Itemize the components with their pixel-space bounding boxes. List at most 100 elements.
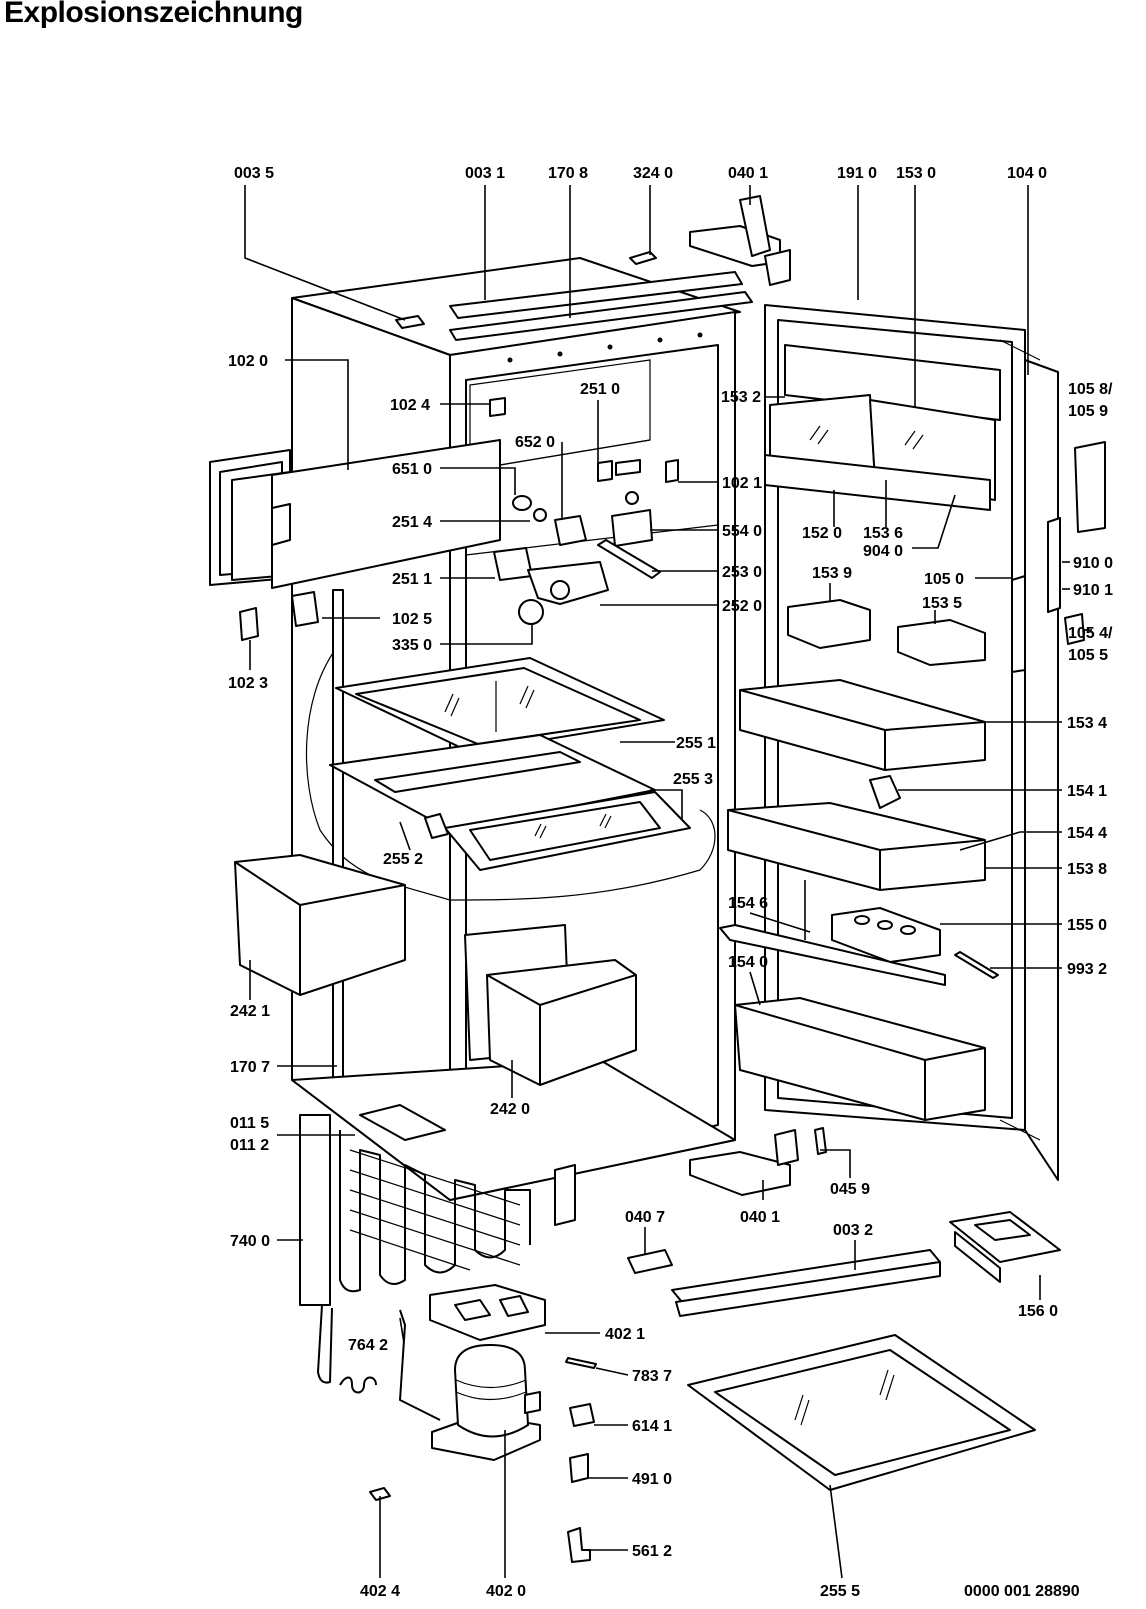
callout-155-0: 155 0 <box>1067 917 1107 934</box>
callout-102-4: 102 4 <box>390 397 430 414</box>
callout-003-1: 003 1 <box>465 165 505 182</box>
callout-554-0: 554 0 <box>722 523 762 540</box>
door-box-right <box>897 619 986 666</box>
callout-255-5: 255 5 <box>820 1583 860 1600</box>
callout-255-1: 255 1 <box>676 735 716 752</box>
door-top-compartment <box>764 344 1001 511</box>
callout-154-1: 154 1 <box>1067 783 1107 800</box>
callout-154-0: 154 0 <box>728 954 768 971</box>
callout-910-1: 910 1 <box>1073 582 1113 599</box>
freezer-components <box>489 397 679 625</box>
callout-152-0: 152 0 <box>802 525 842 542</box>
callout-251-0: 251 0 <box>580 381 620 398</box>
document-number: 0000 001 28890 <box>964 1583 1080 1600</box>
callout-102-1: 102 1 <box>722 475 762 492</box>
condenser <box>299 1114 576 1306</box>
callout-153-4: 153 4 <box>1067 715 1107 732</box>
callout-045-9: 045 9 <box>830 1181 870 1198</box>
callout-783-7: 783 7 <box>632 1368 672 1385</box>
door-side-parts <box>1047 441 1106 645</box>
top-hinge <box>689 195 791 286</box>
callout-153-9: 153 9 <box>812 565 852 582</box>
callout-252-0: 252 0 <box>722 598 762 615</box>
compressor-bracket <box>429 1284 546 1341</box>
bottle-holder <box>869 775 901 809</box>
callout-251-4: 251 4 <box>392 514 432 531</box>
callout-105-4: 105 4/ <box>1068 625 1113 642</box>
callout-910-0: 910 0 <box>1073 555 1113 572</box>
door-shelf-upper <box>739 679 986 771</box>
callout-402-1: 402 1 <box>605 1326 645 1343</box>
callout-040-7: 040 7 <box>625 1209 665 1226</box>
callout-255-3: 255 3 <box>673 771 713 788</box>
bottle-bin-left <box>234 854 406 996</box>
callout-170-8: 170 8 <box>548 165 588 182</box>
callout-255-2: 255 2 <box>383 851 423 868</box>
freezer-cover <box>271 439 501 589</box>
callout-335-0: 335 0 <box>392 637 432 654</box>
callout-154-4: 154 4 <box>1067 825 1107 842</box>
callout-102-3: 102 3 <box>228 675 268 692</box>
part-102-5 <box>291 591 319 627</box>
callout-324-0: 324 0 <box>633 165 673 182</box>
base-strip-lower <box>675 1261 941 1317</box>
door-shelf-bottom <box>734 997 986 1121</box>
callout-993-2: 993 2 <box>1067 961 1107 978</box>
leader-lines <box>244 185 1092 1579</box>
callout-003-2: 003 2 <box>833 1222 873 1239</box>
callout-740-0: 740 0 <box>230 1233 270 1250</box>
capillary-tube <box>317 1304 441 1421</box>
callout-153-8: 153 8 <box>1067 861 1107 878</box>
callout-402-4: 402 4 <box>360 1583 400 1600</box>
electrical-parts <box>369 1357 597 1563</box>
egg-tray <box>831 907 941 963</box>
callout-491-0: 491 0 <box>632 1471 672 1488</box>
callout-561-2: 561 2 <box>632 1543 672 1560</box>
callout-011-5: 011 5 <box>230 1115 269 1132</box>
callout-154-6: 154 6 <box>728 895 768 912</box>
callout-156-0: 156 0 <box>1018 1303 1058 1320</box>
callout-402-0: 402 0 <box>486 1583 526 1600</box>
callout-153-6: 153 6 <box>863 525 903 542</box>
bottom-glass-shelf <box>687 1334 1036 1491</box>
callout-242-1: 242 1 <box>230 1003 270 1020</box>
part-324-0 <box>629 251 657 265</box>
crisper-drawer <box>464 924 637 1086</box>
callout-652-0: 652 0 <box>515 434 555 451</box>
callout-170-7: 170 7 <box>230 1059 270 1076</box>
callout-104-0: 104 0 <box>1007 165 1047 182</box>
callout-105-5: 105 5 <box>1068 647 1108 664</box>
callout-251-1: 251 1 <box>392 571 432 588</box>
door-shelf-middle <box>727 802 986 891</box>
compressor <box>431 1344 541 1461</box>
glass-shelf <box>335 657 665 753</box>
callout-242-0: 242 0 <box>490 1101 530 1118</box>
callout-105-8: 105 8/ <box>1068 381 1113 398</box>
callout-040-1-top: 040 1 <box>728 165 768 182</box>
callout-614-1: 614 1 <box>632 1418 672 1435</box>
callout-105-0: 105 0 <box>924 571 964 588</box>
callout-011-2: 011 2 <box>230 1137 269 1154</box>
callout-191-0: 191 0 <box>837 165 877 182</box>
callout-253-0: 253 0 <box>722 564 762 581</box>
crisper-cover-shelf <box>329 734 691 871</box>
bottom-hinge <box>627 1127 827 1274</box>
thermometer <box>954 951 999 979</box>
callout-040-1-bottom: 040 1 <box>740 1209 780 1226</box>
callout-105-9: 105 9 <box>1068 403 1108 420</box>
retaining-bar <box>719 924 946 986</box>
callout-labels: 003 5 003 1 170 8 324 0 040 1 191 0 153 … <box>228 165 1113 1600</box>
callout-003-5: 003 5 <box>234 165 274 182</box>
callout-904-0: 904 0 <box>863 543 903 560</box>
callout-102-5: 102 5 <box>392 611 432 628</box>
page-title: Explosionszeichnung <box>4 0 303 29</box>
part-102-3 <box>239 607 259 641</box>
ice-tray <box>949 1211 1061 1283</box>
callout-764-2: 764 2 <box>348 1337 388 1354</box>
callout-651-0: 651 0 <box>392 461 432 478</box>
callout-153-2: 153 2 <box>721 389 761 406</box>
callout-153-0: 153 0 <box>896 165 936 182</box>
door-box-left <box>787 599 871 649</box>
callout-102-0: 102 0 <box>228 353 268 370</box>
